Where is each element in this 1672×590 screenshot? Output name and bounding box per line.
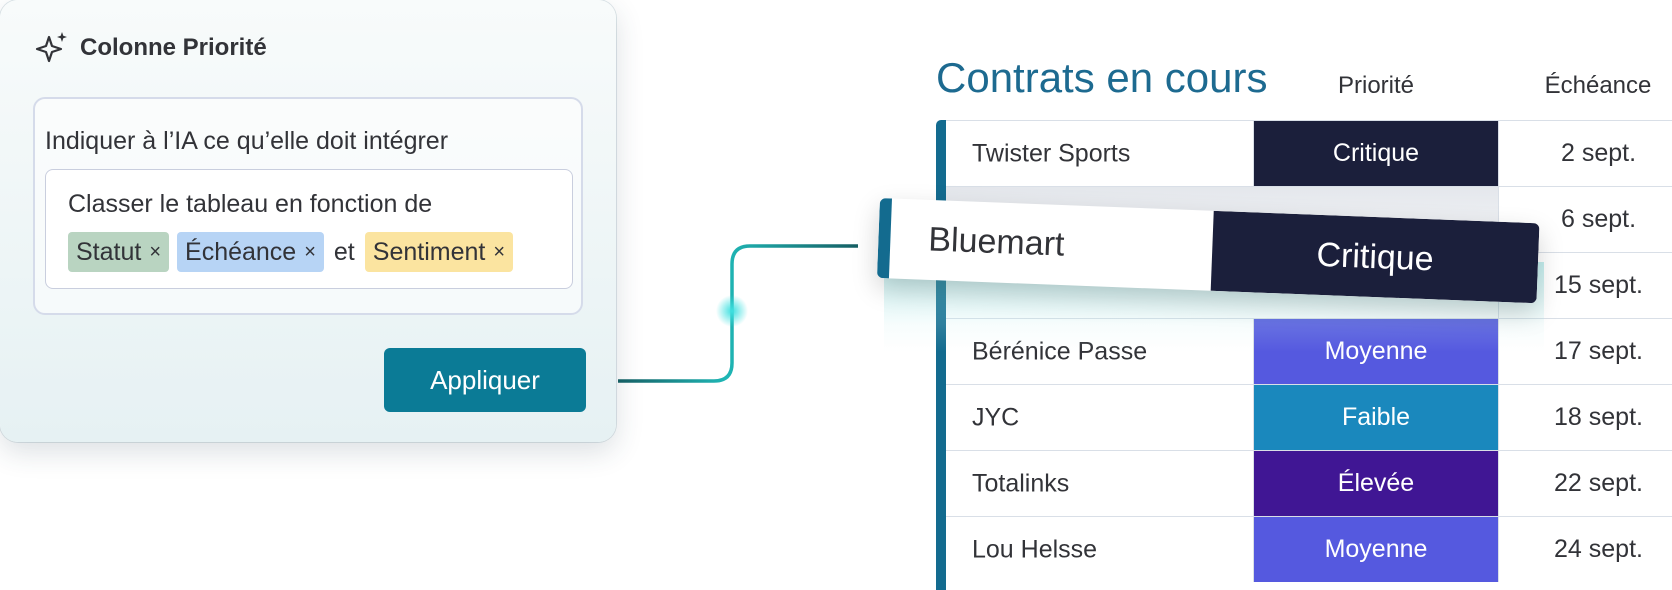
due-cell[interactable]: 18 sept. xyxy=(1498,385,1672,450)
table-title: Contrats en cours xyxy=(936,54,1268,101)
remove-chip-icon[interactable]: × xyxy=(304,240,316,263)
name-text: JYC xyxy=(972,403,1020,431)
column-header-priority[interactable]: Priorité xyxy=(1337,72,1415,99)
name-cell[interactable]: JYC xyxy=(946,385,1254,450)
dragged-row-name: Bluemart xyxy=(927,220,1066,264)
prompt-label: Indiquer à l’IA ce qu’elle doit intégrer xyxy=(45,127,449,155)
prompt-box: Indiquer à l’IA ce qu’elle doit intégrer… xyxy=(33,97,583,315)
chip-sentiment[interactable]: Sentiment × xyxy=(364,232,514,272)
priority-cell[interactable]: Élevée xyxy=(1254,451,1498,516)
due-cell[interactable]: 22 sept. xyxy=(1498,451,1672,516)
name-cell[interactable]: Lou Helsse xyxy=(946,517,1254,582)
dragged-row-accent xyxy=(876,198,892,279)
prompt-text: Classer le tableau en fonction de xyxy=(68,190,433,218)
name-cell[interactable]: Totalinks xyxy=(946,451,1254,516)
contracts-table: Twister Sports Critique 2 sept. 6 sept. … xyxy=(936,120,1672,590)
name-text: Bérénice Passe xyxy=(972,337,1147,366)
sparkle-icon xyxy=(35,32,67,63)
name-text: Lou Helsse xyxy=(972,535,1098,563)
table-row[interactable]: Totalinks Élevée 22 sept. xyxy=(946,450,1672,516)
name-cell[interactable]: Bérénice Passe xyxy=(946,319,1254,384)
prompt-input[interactable]: Classer le tableau en fonction de Statut… xyxy=(45,169,573,289)
chip-statut[interactable]: Statut × xyxy=(68,232,170,272)
name-cell[interactable]: Twister Sports xyxy=(946,121,1254,186)
remove-chip-icon[interactable]: × xyxy=(493,240,506,263)
remove-chip-icon[interactable]: × xyxy=(149,240,162,263)
priority-cell[interactable]: Critique xyxy=(1254,121,1498,186)
due-cell[interactable]: 17 sept. xyxy=(1498,319,1672,384)
conjunction-text: et xyxy=(333,237,355,266)
dragged-row-priority: Critique xyxy=(1210,210,1540,304)
name-text: Twister Sports xyxy=(972,139,1131,167)
chip-echeance[interactable]: Échéance × xyxy=(177,232,324,272)
table-row[interactable]: JYC Faible 18 sept. xyxy=(946,384,1672,450)
name-text: Totalinks xyxy=(972,469,1070,497)
table-row[interactable]: Twister Sports Critique 2 sept. xyxy=(946,120,1672,186)
priority-cell[interactable]: Moyenne xyxy=(1254,319,1498,384)
ai-column-panel: Colonne Priorité Indiquer à l’IA ce qu’e… xyxy=(0,0,616,442)
table-accent-bar xyxy=(936,120,946,590)
apply-button[interactable]: Appliquer xyxy=(384,348,586,412)
due-cell[interactable]: 2 sept. xyxy=(1498,121,1672,186)
priority-cell[interactable]: Faible xyxy=(1254,385,1498,450)
chip-label: Échéance xyxy=(185,237,297,266)
chip-label: Sentiment xyxy=(372,237,486,266)
panel-header: Colonne Priorité xyxy=(34,30,267,66)
due-cell[interactable]: 24 sept. xyxy=(1498,517,1672,582)
table-row[interactable]: Lou Helsse Moyenne 24 sept. xyxy=(946,516,1672,582)
panel-title: Colonne Priorité xyxy=(80,34,267,61)
prompt-chips: Statut × Échéance × et Sentiment × xyxy=(68,232,514,272)
connector-glow xyxy=(716,295,748,327)
column-header-due[interactable]: Échéance xyxy=(1544,72,1652,99)
priority-cell[interactable]: Moyenne xyxy=(1254,517,1498,582)
table-row[interactable]: Bérénice Passe Moyenne 17 sept. xyxy=(946,318,1672,384)
chip-label: Statut xyxy=(76,237,142,266)
